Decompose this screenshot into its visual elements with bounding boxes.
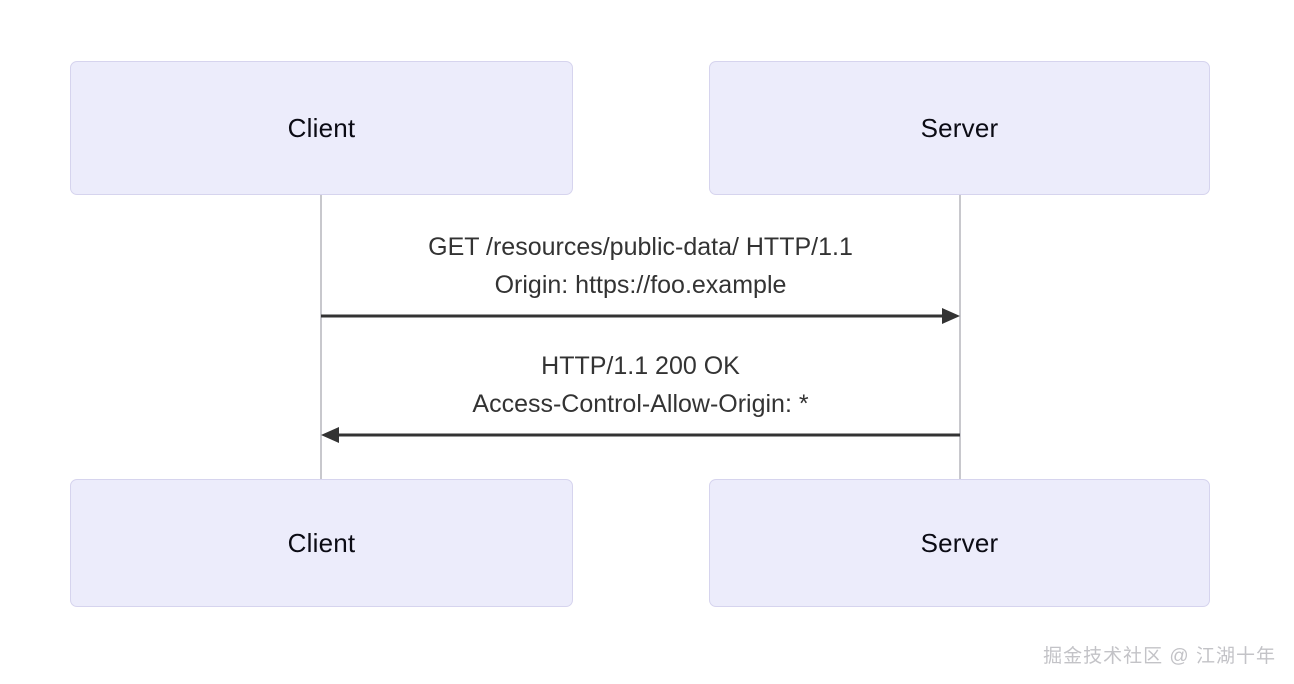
watermark-text: 掘金技术社区 @ 江湖十年 xyxy=(1043,646,1276,667)
participant-box-server-bottom[interactable]: Server xyxy=(709,479,1210,607)
message-request-line-1: GET /resources/public-data/ HTTP/1.1 xyxy=(428,233,853,261)
message-request-arrow xyxy=(321,308,960,324)
participant-box-server-top[interactable]: Server xyxy=(709,61,1210,195)
message-response-line-2: Access-Control-Allow-Origin: * xyxy=(472,390,809,418)
message-request-line-2: Origin: https://foo.example xyxy=(494,271,787,299)
participant-label-client-top: Client xyxy=(287,113,356,143)
message-request[interactable]: GET /resources/public-data/ HTTP/1.1 Ori… xyxy=(321,228,960,324)
message-response-arrow xyxy=(321,427,960,443)
participant-label-server-top: Server xyxy=(920,113,999,143)
message-response-line-1: HTTP/1.1 200 OK xyxy=(541,352,740,380)
lifeline-server xyxy=(959,195,961,480)
participant-box-client-bottom[interactable]: Client xyxy=(70,479,573,607)
participant-box-client-top[interactable]: Client xyxy=(70,61,573,195)
message-response[interactable]: HTTP/1.1 200 OK Access-Control-Allow-Ori… xyxy=(321,347,960,443)
participant-label-client-bottom: Client xyxy=(287,528,356,558)
lifeline-client xyxy=(320,195,322,480)
participant-label-server-bottom: Server xyxy=(920,528,999,558)
